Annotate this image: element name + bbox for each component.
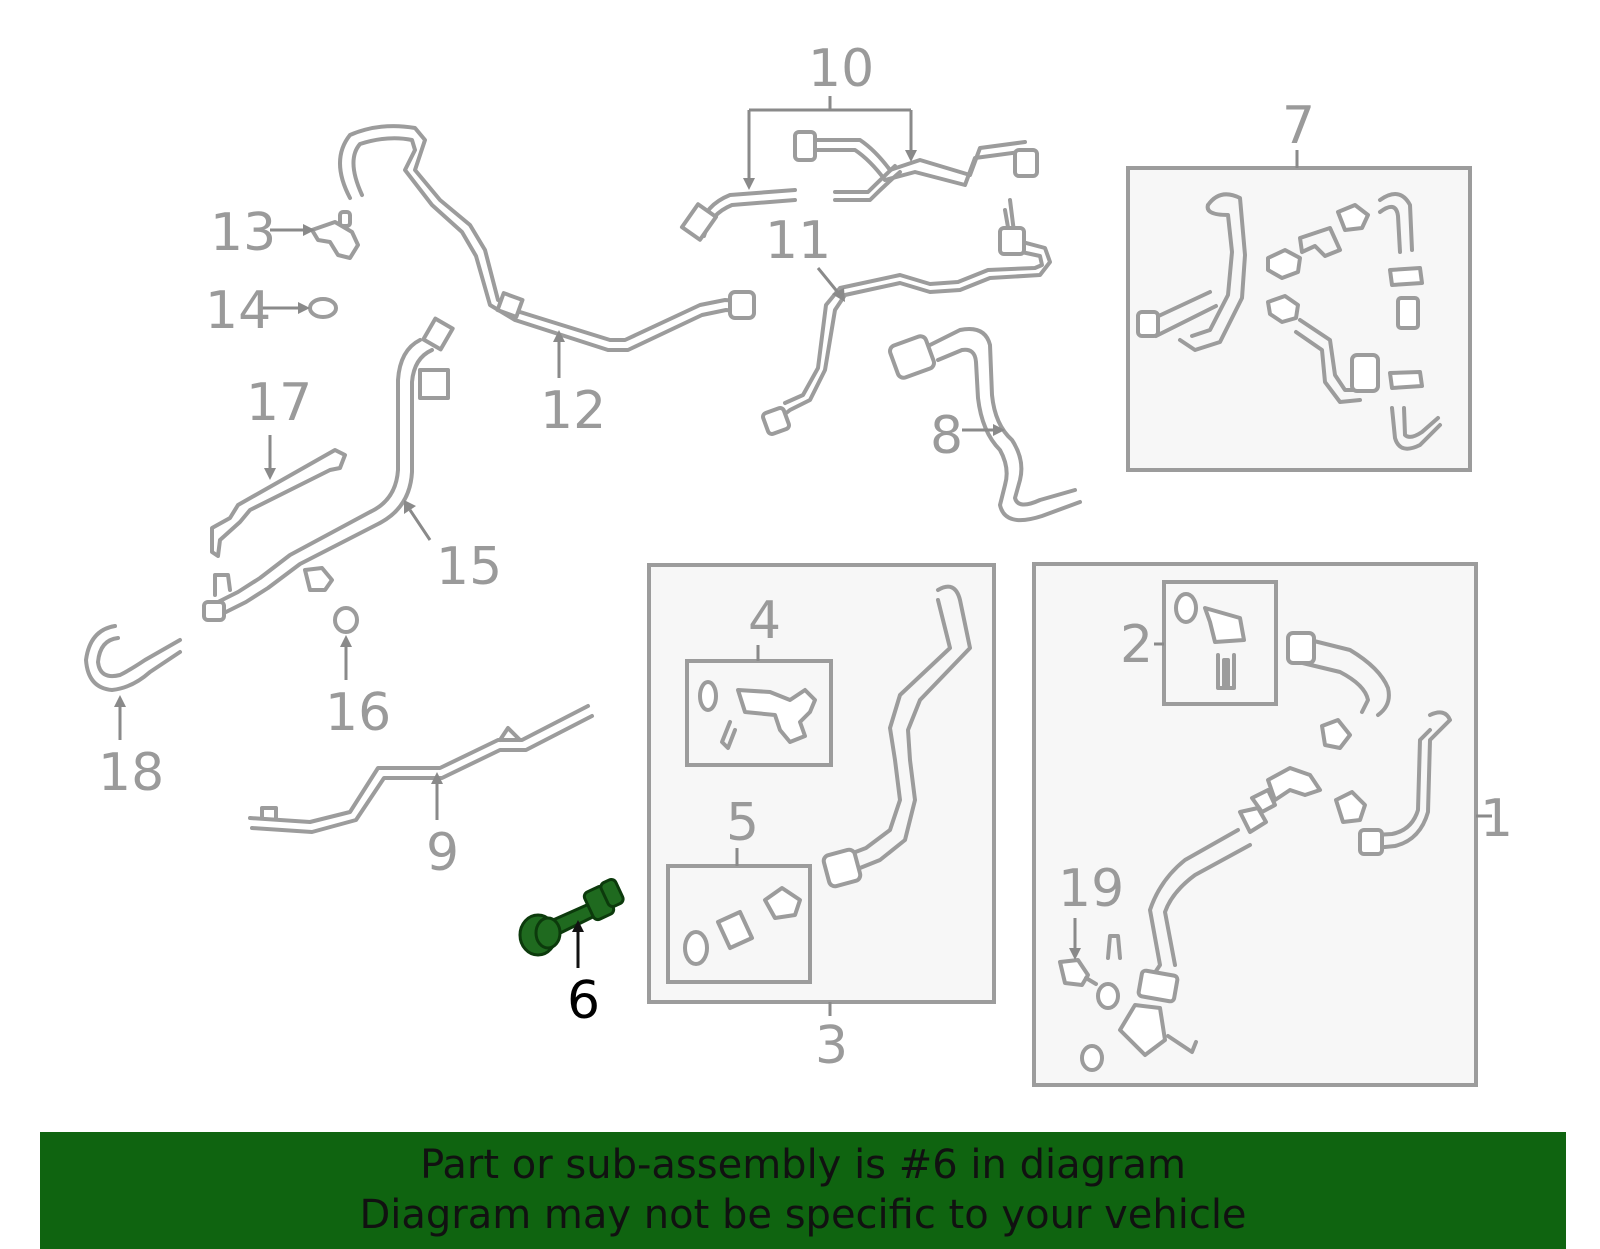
callout-15: 15 <box>436 537 502 597</box>
callout-17: 17 <box>246 373 312 433</box>
part-19-fitting <box>1058 958 1098 987</box>
callout-11: 11 <box>765 211 831 271</box>
callout-14: 14 <box>205 281 271 341</box>
part-8-hose <box>888 327 1082 523</box>
leader-15 <box>408 509 432 541</box>
part-11-hose <box>761 198 1052 436</box>
part-13-fitting <box>310 210 360 260</box>
part-10-hoses <box>679 130 1039 242</box>
part-18-hose <box>84 624 182 692</box>
part-9-pipe <box>248 704 594 834</box>
callout-9: 9 <box>426 823 459 883</box>
part-12-hose <box>338 124 756 352</box>
part-2-contents <box>1174 592 1246 690</box>
banner-line-1: Part or sub-assembly is #6 in diagram <box>420 1142 1186 1188</box>
part-15-hose <box>202 316 455 622</box>
callout-6: 6 <box>567 971 600 1031</box>
callout-12: 12 <box>540 381 606 441</box>
part-5-contents <box>683 886 802 966</box>
callout-3: 3 <box>815 1016 848 1076</box>
part-4-contents <box>698 680 817 750</box>
leader-10 <box>747 96 913 180</box>
part-1-contents <box>1080 631 1452 1072</box>
callout-8: 8 <box>930 406 963 466</box>
callout-10: 10 <box>808 39 874 99</box>
callout-18: 18 <box>98 743 164 803</box>
callout-13: 13 <box>210 203 276 263</box>
callout-19: 19 <box>1058 859 1124 919</box>
part-14-washer <box>308 297 338 319</box>
part-17-bracket <box>210 448 347 558</box>
part-3-hose <box>821 584 972 889</box>
part-7-contents <box>1136 192 1442 451</box>
callout-2: 2 <box>1120 615 1153 675</box>
callout-5: 5 <box>726 793 759 853</box>
part-6-highlighted <box>518 877 625 957</box>
callout-1: 1 <box>1480 789 1513 849</box>
callout-7: 7 <box>1282 96 1315 156</box>
callout-16: 16 <box>325 683 391 743</box>
part-16-washer <box>333 606 359 634</box>
info-banner: Part or sub-assembly is #6 in diagram Di… <box>40 1132 1566 1249</box>
banner-line-2: Diagram may not be specific to your vehi… <box>359 1192 1247 1238</box>
leader-11 <box>816 267 842 296</box>
callout-4: 4 <box>748 591 781 651</box>
